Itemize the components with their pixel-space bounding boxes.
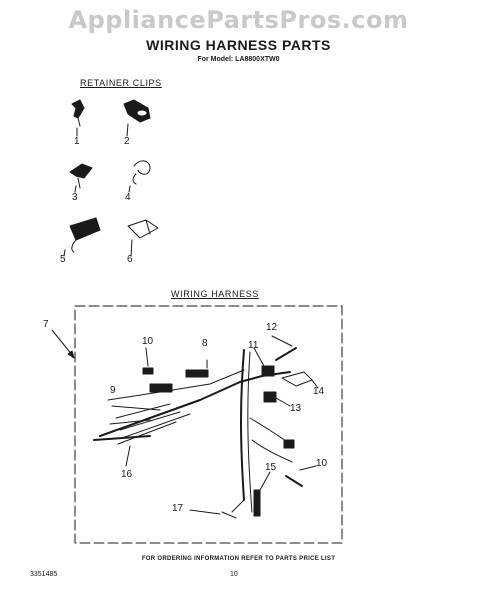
page-number: 10 [230,571,238,578]
retainer-clip-5 [63,217,101,257]
callout-17: 17 [172,503,184,514]
wiring-harness-frame [74,305,343,544]
callout-9: 9 [110,385,116,396]
callout-10-right: 10 [316,458,328,469]
retainer-clips-heading: RETAINER CLIPS [80,78,162,88]
callout-1: 1 [74,136,80,147]
ordering-note: FOR ORDERING INFORMATION REFER TO PARTS … [141,556,336,562]
wiring-harness [93,335,319,519]
callout-16: 16 [121,469,133,480]
callout-10-top: 10 [142,336,154,347]
callout-14: 14 [313,386,325,397]
callout-6: 6 [127,254,133,265]
callout-12: 12 [266,322,278,333]
model-number: For Model: LA8800XTW0 [197,56,280,63]
callout-13: 13 [290,403,302,414]
callout-15: 15 [265,462,277,473]
callout-3: 3 [72,192,78,203]
retainer-clip-3 [69,163,93,193]
callout-8: 8 [202,338,208,349]
retainer-clip-6 [127,219,159,257]
retainer-clip-2 [123,99,151,137]
page-title: WIRING HARNESS PARTS [146,37,331,53]
watermark: AppliancePartsPros.com [68,6,409,34]
callout-11: 11 [248,340,259,351]
callout-7-leader [51,329,74,357]
callout-4: 4 [125,192,131,203]
wiring-harness-heading: WIRING HARNESS [171,289,259,299]
document-number: 3351485 [30,571,58,578]
callout-5: 5 [60,254,66,265]
retainer-clip-4 [128,160,151,193]
callout-2: 2 [124,136,130,147]
callout-7: 7 [43,319,49,330]
retainer-clip-1 [71,99,85,137]
